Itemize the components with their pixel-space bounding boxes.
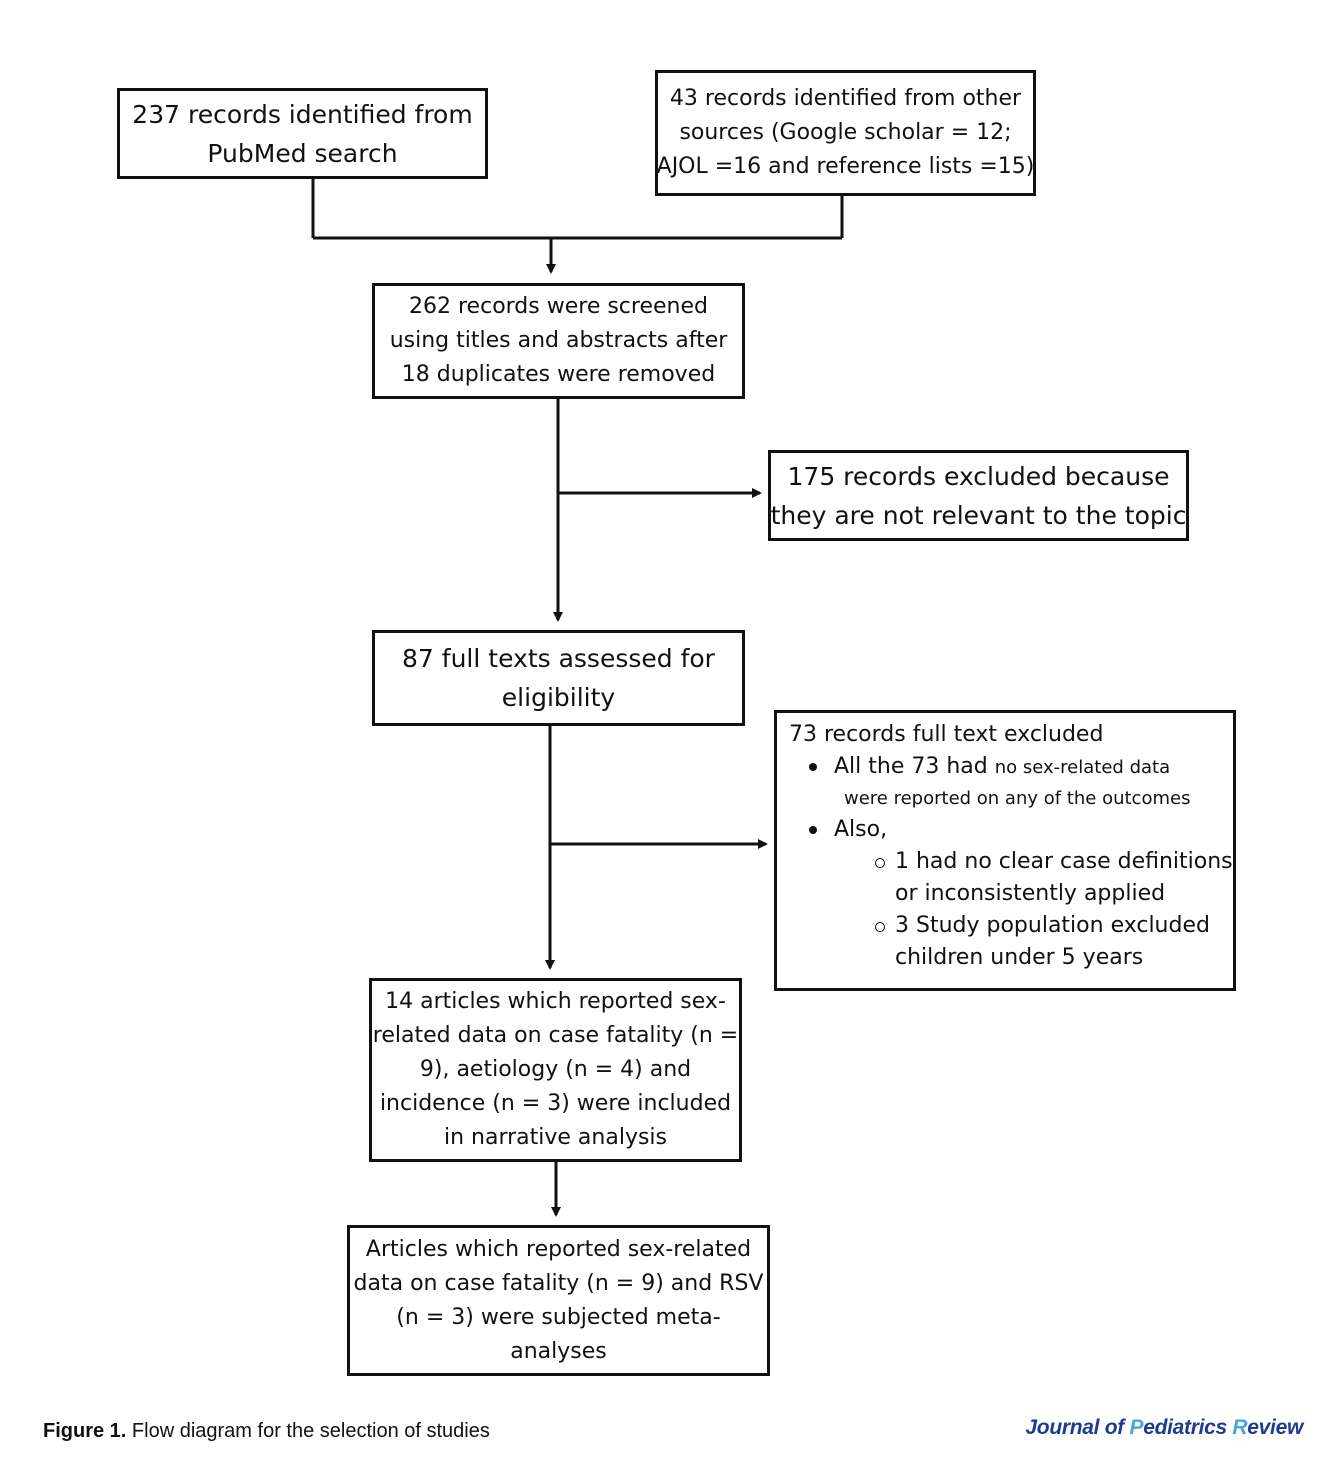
screened-line-2: using titles and abstracts after bbox=[389, 328, 728, 353]
journal-logo: Journal of Pediatrics Review bbox=[1025, 1416, 1303, 1440]
exclusion-sub-1-line-1: 1 had no clear case definitions bbox=[895, 849, 1233, 874]
full-text-box: 87 full texts assessed for eligibility bbox=[372, 630, 745, 726]
exclusion-sub-2-line-1: 3 Study population excluded bbox=[895, 913, 1210, 938]
other-sources-line-1: 43 records identified from other bbox=[669, 86, 1022, 111]
screened-box: 262 records were screened using titles a… bbox=[372, 283, 745, 399]
journal-logo-part-2: ediatrics bbox=[1143, 1416, 1233, 1439]
journal-logo-r: R bbox=[1232, 1416, 1248, 1439]
bullet-icon bbox=[809, 826, 817, 834]
pubmed-line-2: PubMed search bbox=[207, 138, 398, 168]
exclusion-heading-text: 73 records full text excluded bbox=[789, 722, 1104, 747]
exclusion-bullet-1: All the 73 had no sex-related data bbox=[787, 751, 1223, 784]
figure-caption: Figure 1. Flow diagram for the selection… bbox=[43, 1420, 490, 1443]
exclusion-heading: 73 records full text excluded bbox=[787, 719, 1223, 751]
exclusion-bullet-2-text: Also, bbox=[834, 817, 888, 842]
excluded-screening-line-1: 175 records excluded because bbox=[787, 461, 1170, 491]
excluded-screening-box: 175 records excluded because they are no… bbox=[768, 450, 1189, 541]
excluded-screening-line-2: they are not relevant to the topic bbox=[770, 500, 1187, 530]
exclusion-sub-1-line-2: or inconsistently applied bbox=[895, 881, 1166, 906]
exclusion-sub-2-line-2: children under 5 years bbox=[895, 945, 1144, 970]
exclusion-bullet-1-rest: no sex-related data bbox=[994, 757, 1171, 778]
included-line-2: related data on case fatality (n = bbox=[372, 1023, 739, 1048]
screened-line-1: 262 records were screened bbox=[409, 294, 708, 319]
circle-bullet-icon bbox=[875, 922, 885, 932]
exclusion-sub-1-cont: or inconsistently applied bbox=[787, 878, 1223, 910]
other-sources-line-2: sources (Google scholar = 12; bbox=[679, 120, 1012, 145]
full-text-line-2: eligibility bbox=[501, 683, 616, 712]
exclusion-sub-1: 1 had no clear case definitions bbox=[787, 846, 1233, 878]
circle-bullet-icon bbox=[875, 858, 885, 868]
meta-line-3: (n = 3) were subjected meta- bbox=[396, 1304, 721, 1330]
included-line-5: in narrative analysis bbox=[443, 1125, 668, 1150]
figure-caption-text: Flow diagram for the selection of studie… bbox=[131, 1420, 490, 1442]
meta-line-2: data on case fatality (n = 9) and RSV bbox=[353, 1270, 764, 1296]
included-line-1: 14 articles which reported sex- bbox=[385, 989, 726, 1014]
other-sources-box: 43 records identified from other sources… bbox=[655, 70, 1036, 196]
meta-analysis-box: Articles which reported sex-related data… bbox=[347, 1225, 770, 1376]
exclusion-sub-2-cont: children under 5 years bbox=[787, 942, 1223, 974]
journal-logo-p: P bbox=[1129, 1416, 1144, 1439]
exclusion-bullet-1-cont: were reported on any of the outcomes bbox=[787, 784, 1223, 814]
included-box: 14 articles which reported sex- related … bbox=[369, 978, 742, 1162]
other-sources-line-3: AJOL =16 and reference lists =15) bbox=[656, 154, 1035, 179]
exclusion-sub-2: 3 Study population excluded bbox=[787, 910, 1223, 942]
bullet-icon bbox=[809, 763, 817, 771]
included-line-3: 9), aetiology (n = 4) and bbox=[419, 1057, 692, 1082]
journal-logo-part-3: eview bbox=[1247, 1416, 1303, 1439]
meta-line-1: Articles which reported sex-related bbox=[365, 1236, 752, 1262]
meta-line-4: analyses bbox=[510, 1338, 607, 1364]
full-text-line-1: 87 full texts assessed for bbox=[402, 644, 715, 673]
pubmed-line-1: 237 records identified from bbox=[132, 99, 473, 129]
journal-logo-part-1: Journal of bbox=[1025, 1416, 1130, 1439]
exclusion-bullet-1-cont-text: were reported on any of the outcomes bbox=[844, 788, 1191, 809]
full-text-exclusion-box: 73 records full text excluded All the 73… bbox=[774, 710, 1236, 991]
screened-line-3: 18 duplicates were removed bbox=[401, 362, 716, 387]
figure-caption-label: Figure 1. bbox=[43, 1420, 127, 1442]
included-line-4: incidence (n = 3) were included bbox=[379, 1091, 732, 1116]
exclusion-bullet-1-lead: All the 73 had bbox=[834, 754, 988, 779]
pubmed-records-box: 237 records identified from PubMed searc… bbox=[117, 88, 488, 179]
exclusion-bullet-2: Also, bbox=[787, 814, 1223, 846]
